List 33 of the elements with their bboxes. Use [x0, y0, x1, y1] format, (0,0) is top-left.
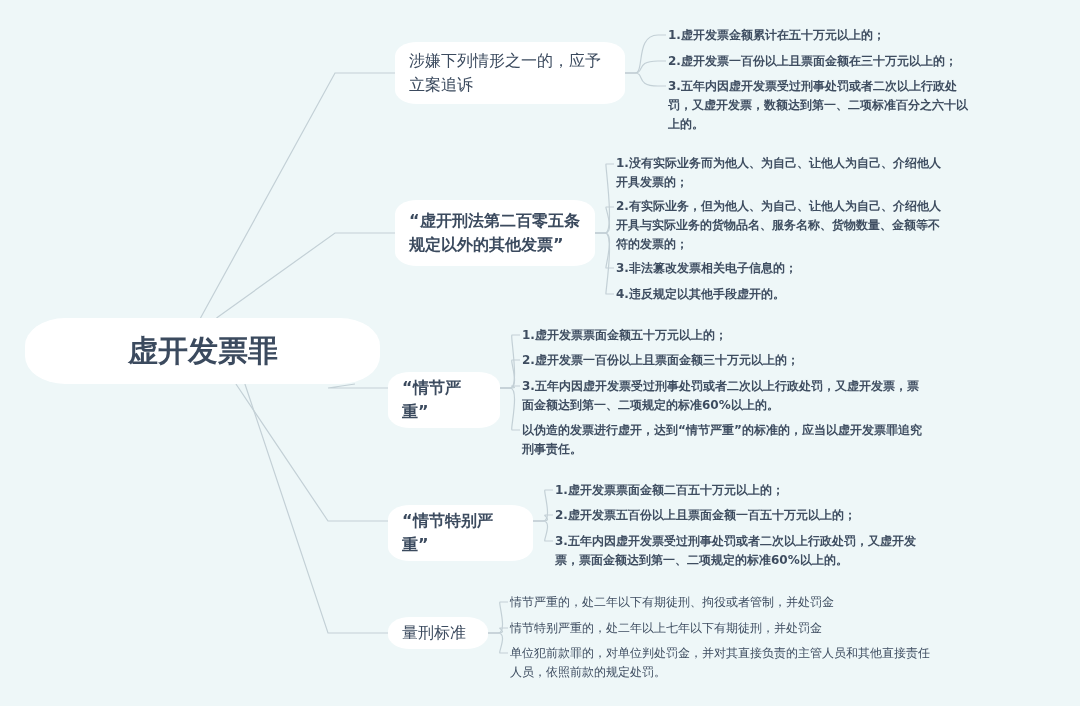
subtopic-text: 3.五年内因虚开发票受过刑事处罚或者二次以上行政处罚，又虚开发票，票面金额达到第一、二项规定的标准60%以上的。: [555, 531, 935, 570]
connector-line: [235, 383, 389, 522]
subtopic-text: 2.虚开发票一百份以上且票面金额在三十万元以上的；: [668, 51, 988, 71]
subtopic-text: 3.五年内因虚开发票受过刑事处罚或者二次以上行政处罚，又虚开发票，票面金额达到第一、二项规定的标准60%以上的。: [522, 376, 922, 415]
connector-line: [327, 383, 389, 389]
subtopic-text: 4.违反规定以其他手段虚开的。: [616, 284, 946, 304]
connector-line: [532, 520, 554, 542]
subtopic-text: 2.虚开发票一百份以上且票面金额三十万元以上的；: [522, 350, 922, 370]
subtopic-text: 情节严重的，处二年以下有期徒刑、拘役或者管制，并处罚金: [510, 592, 930, 612]
branch-topic: “情节严重”: [388, 372, 500, 428]
connector-line: [499, 387, 521, 431]
subtopic-text: 1.虚开发票金额累计在五十万元以上的；: [668, 25, 968, 45]
connector-line: [624, 72, 667, 87]
connector-line: [199, 72, 396, 319]
subtopic-text: 以伪造的发票进行虚开，达到“情节严重”的标准的，应当以虚开发票罪追究刑事责任。: [522, 420, 922, 459]
branch-topic: “虚开刑法第二百零五条规定以外的其他发票”: [395, 200, 595, 266]
branch-topic: 量刑标准: [388, 617, 488, 649]
connector-line: [244, 383, 389, 634]
subtopic-text: 3.五年内因虚开发票受过刑事处罚或者二次以上行政处罚，又虚开发票，数额达到第一、二项标准百分之六十以上的。: [668, 76, 968, 134]
connector-line: [594, 232, 615, 295]
subtopic-text: 3.非法篡改发票相关电子信息的；: [616, 258, 946, 278]
subtopic-text: 2.虚开发票五百份以上且票面金额一百五十万元以上的；: [555, 505, 935, 525]
branch-topic: 涉嫌下列情形之一的，应予立案追诉: [395, 42, 625, 104]
subtopic-text: 单位犯前款罪的，对单位判处罚金，并对其直接负责的主管人员和其他直接责任人员，依照前款的规定处罚。: [510, 643, 930, 682]
branch-topic: “情节特别严重”: [388, 505, 533, 561]
subtopic-text: 1.虚开发票票面金额五十万元以上的；: [522, 325, 922, 345]
subtopic-text: 2.有实际业务，但为他人、为自己、让他人为自己、介绍他人开具与实际业务的货物品名、服务名称、货物数量、金额等不符的发票的；: [616, 197, 946, 254]
connector-line: [487, 632, 509, 654]
subtopic-text: 1.虚开发票票面金额二百五十万元以上的；: [555, 480, 935, 500]
central-topic: 虚开发票罪: [25, 318, 380, 384]
connector-line: [215, 232, 396, 319]
subtopic-text: 1.没有实际业务而为他人、为自己、让他人为自己、介绍他人开具发票的；: [616, 154, 946, 192]
subtopic-text: 情节特别严重的，处二年以上七年以下有期徒刑，并处罚金: [510, 618, 930, 638]
